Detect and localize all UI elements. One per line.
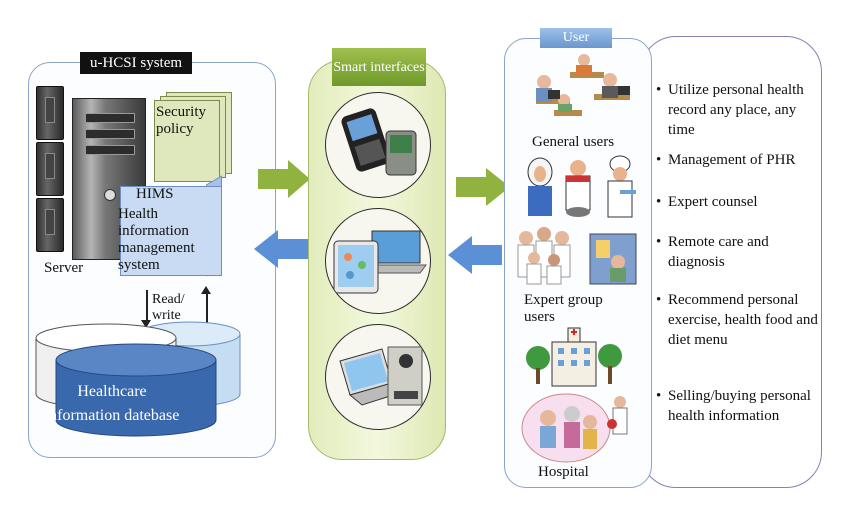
list-item: Utilize personal health record any place… — [656, 80, 824, 140]
arrow-left-icon — [448, 236, 502, 274]
database-label: Healthcare information datebase — [44, 383, 180, 424]
arrow-left-icon — [254, 230, 308, 268]
write-arrow-line — [206, 294, 208, 332]
hospital-label: Hospital — [538, 464, 589, 480]
security-policy-label: Security policy — [156, 104, 206, 137]
rack-server-icon — [36, 198, 64, 252]
smart-interfaces-title: Smart interfaces — [332, 48, 426, 86]
arrow-right-icon — [456, 168, 510, 206]
rack-server-icon — [36, 86, 64, 140]
list-item: Management of PHR — [656, 150, 824, 170]
hims-description: Health information management system — [118, 206, 195, 273]
expert-group-icon — [517, 227, 637, 285]
list-item: Expert counsel — [656, 192, 824, 212]
user-title: User — [540, 28, 612, 48]
u-hcsi-system-title: u-HCSI system — [80, 52, 192, 74]
read-write-label: Read/ write — [152, 292, 185, 323]
list-item: Remote care and diagnosis — [656, 232, 824, 272]
hims-box — [120, 186, 222, 276]
rack-server-icon — [36, 142, 64, 196]
expert-group-users-label: Expert group users — [524, 292, 603, 325]
list-item: Selling/buying personal health informati… — [656, 386, 824, 426]
smartphone-icon — [341, 108, 417, 176]
read-arrow-line — [146, 290, 148, 322]
service-workers-icon — [527, 155, 636, 218]
arrow-right-icon — [258, 160, 310, 198]
laptop-icon — [339, 346, 423, 406]
hims-label: HIMS — [136, 186, 174, 202]
tablet-circle — [325, 208, 431, 314]
list-item: Recommend personal exercise, health food… — [656, 290, 824, 350]
arrow-up-icon — [201, 286, 211, 294]
smartphone-circle — [325, 92, 431, 198]
document-icon — [154, 100, 220, 182]
care-scene-icon — [521, 393, 628, 463]
general-users-icon — [536, 54, 630, 116]
general-users-label: General users — [532, 134, 615, 150]
laptop-circle — [325, 324, 431, 430]
tablet-icon — [333, 230, 427, 294]
database-icon — [35, 321, 241, 437]
server-label: Server — [44, 260, 84, 276]
hospital-building-icon — [526, 327, 622, 387]
arrow-down-icon — [141, 320, 151, 328]
tower-server-icon — [72, 98, 146, 260]
